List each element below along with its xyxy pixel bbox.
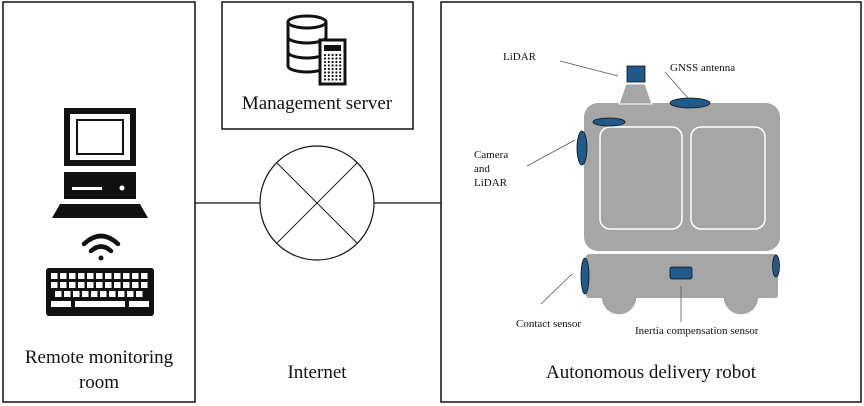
inertia-sensor <box>669 266 693 280</box>
camera-label-line1: Camera <box>474 149 508 161</box>
server-label: Management server <box>242 93 393 114</box>
inertia-sensor-label: Inertia compensation sensor <box>635 325 759 337</box>
top-sensor <box>592 117 626 127</box>
contact-sensor-rear <box>772 254 780 278</box>
contact-sensor-label: Contact sensor <box>516 318 581 330</box>
internet-router-icon <box>259 145 375 261</box>
remote-room-label-line2: room <box>79 372 119 393</box>
internet-label: Internet <box>287 362 347 383</box>
remote-room-label-line1: Remote monitoring <box>25 347 174 368</box>
lidar-label: LiDAR <box>503 51 537 63</box>
gnss-label: GNSS antenna <box>670 62 735 74</box>
computer-icon <box>52 108 148 218</box>
robot-label: Autonomous delivery robot <box>546 362 757 383</box>
server-panel <box>221 1 414 130</box>
robot-door-right <box>690 126 766 230</box>
server-icon <box>286 14 347 86</box>
contact-sensor-front <box>580 257 590 295</box>
lidar-sensor <box>626 65 646 83</box>
camera-label-line3: LiDAR <box>474 177 508 189</box>
robot-panel <box>440 1 862 403</box>
keyboard-icon <box>46 268 154 316</box>
wifi-icon <box>81 233 121 261</box>
remote-room-panel <box>2 1 196 403</box>
camera-lidar-sensor <box>576 130 588 166</box>
lidar-housing <box>618 83 653 105</box>
camera-label-line2: and <box>474 163 490 175</box>
gnss-antenna <box>669 97 711 109</box>
leader-lines <box>526 60 689 322</box>
robot-illustration <box>576 65 780 316</box>
robot-door-left <box>599 126 683 230</box>
